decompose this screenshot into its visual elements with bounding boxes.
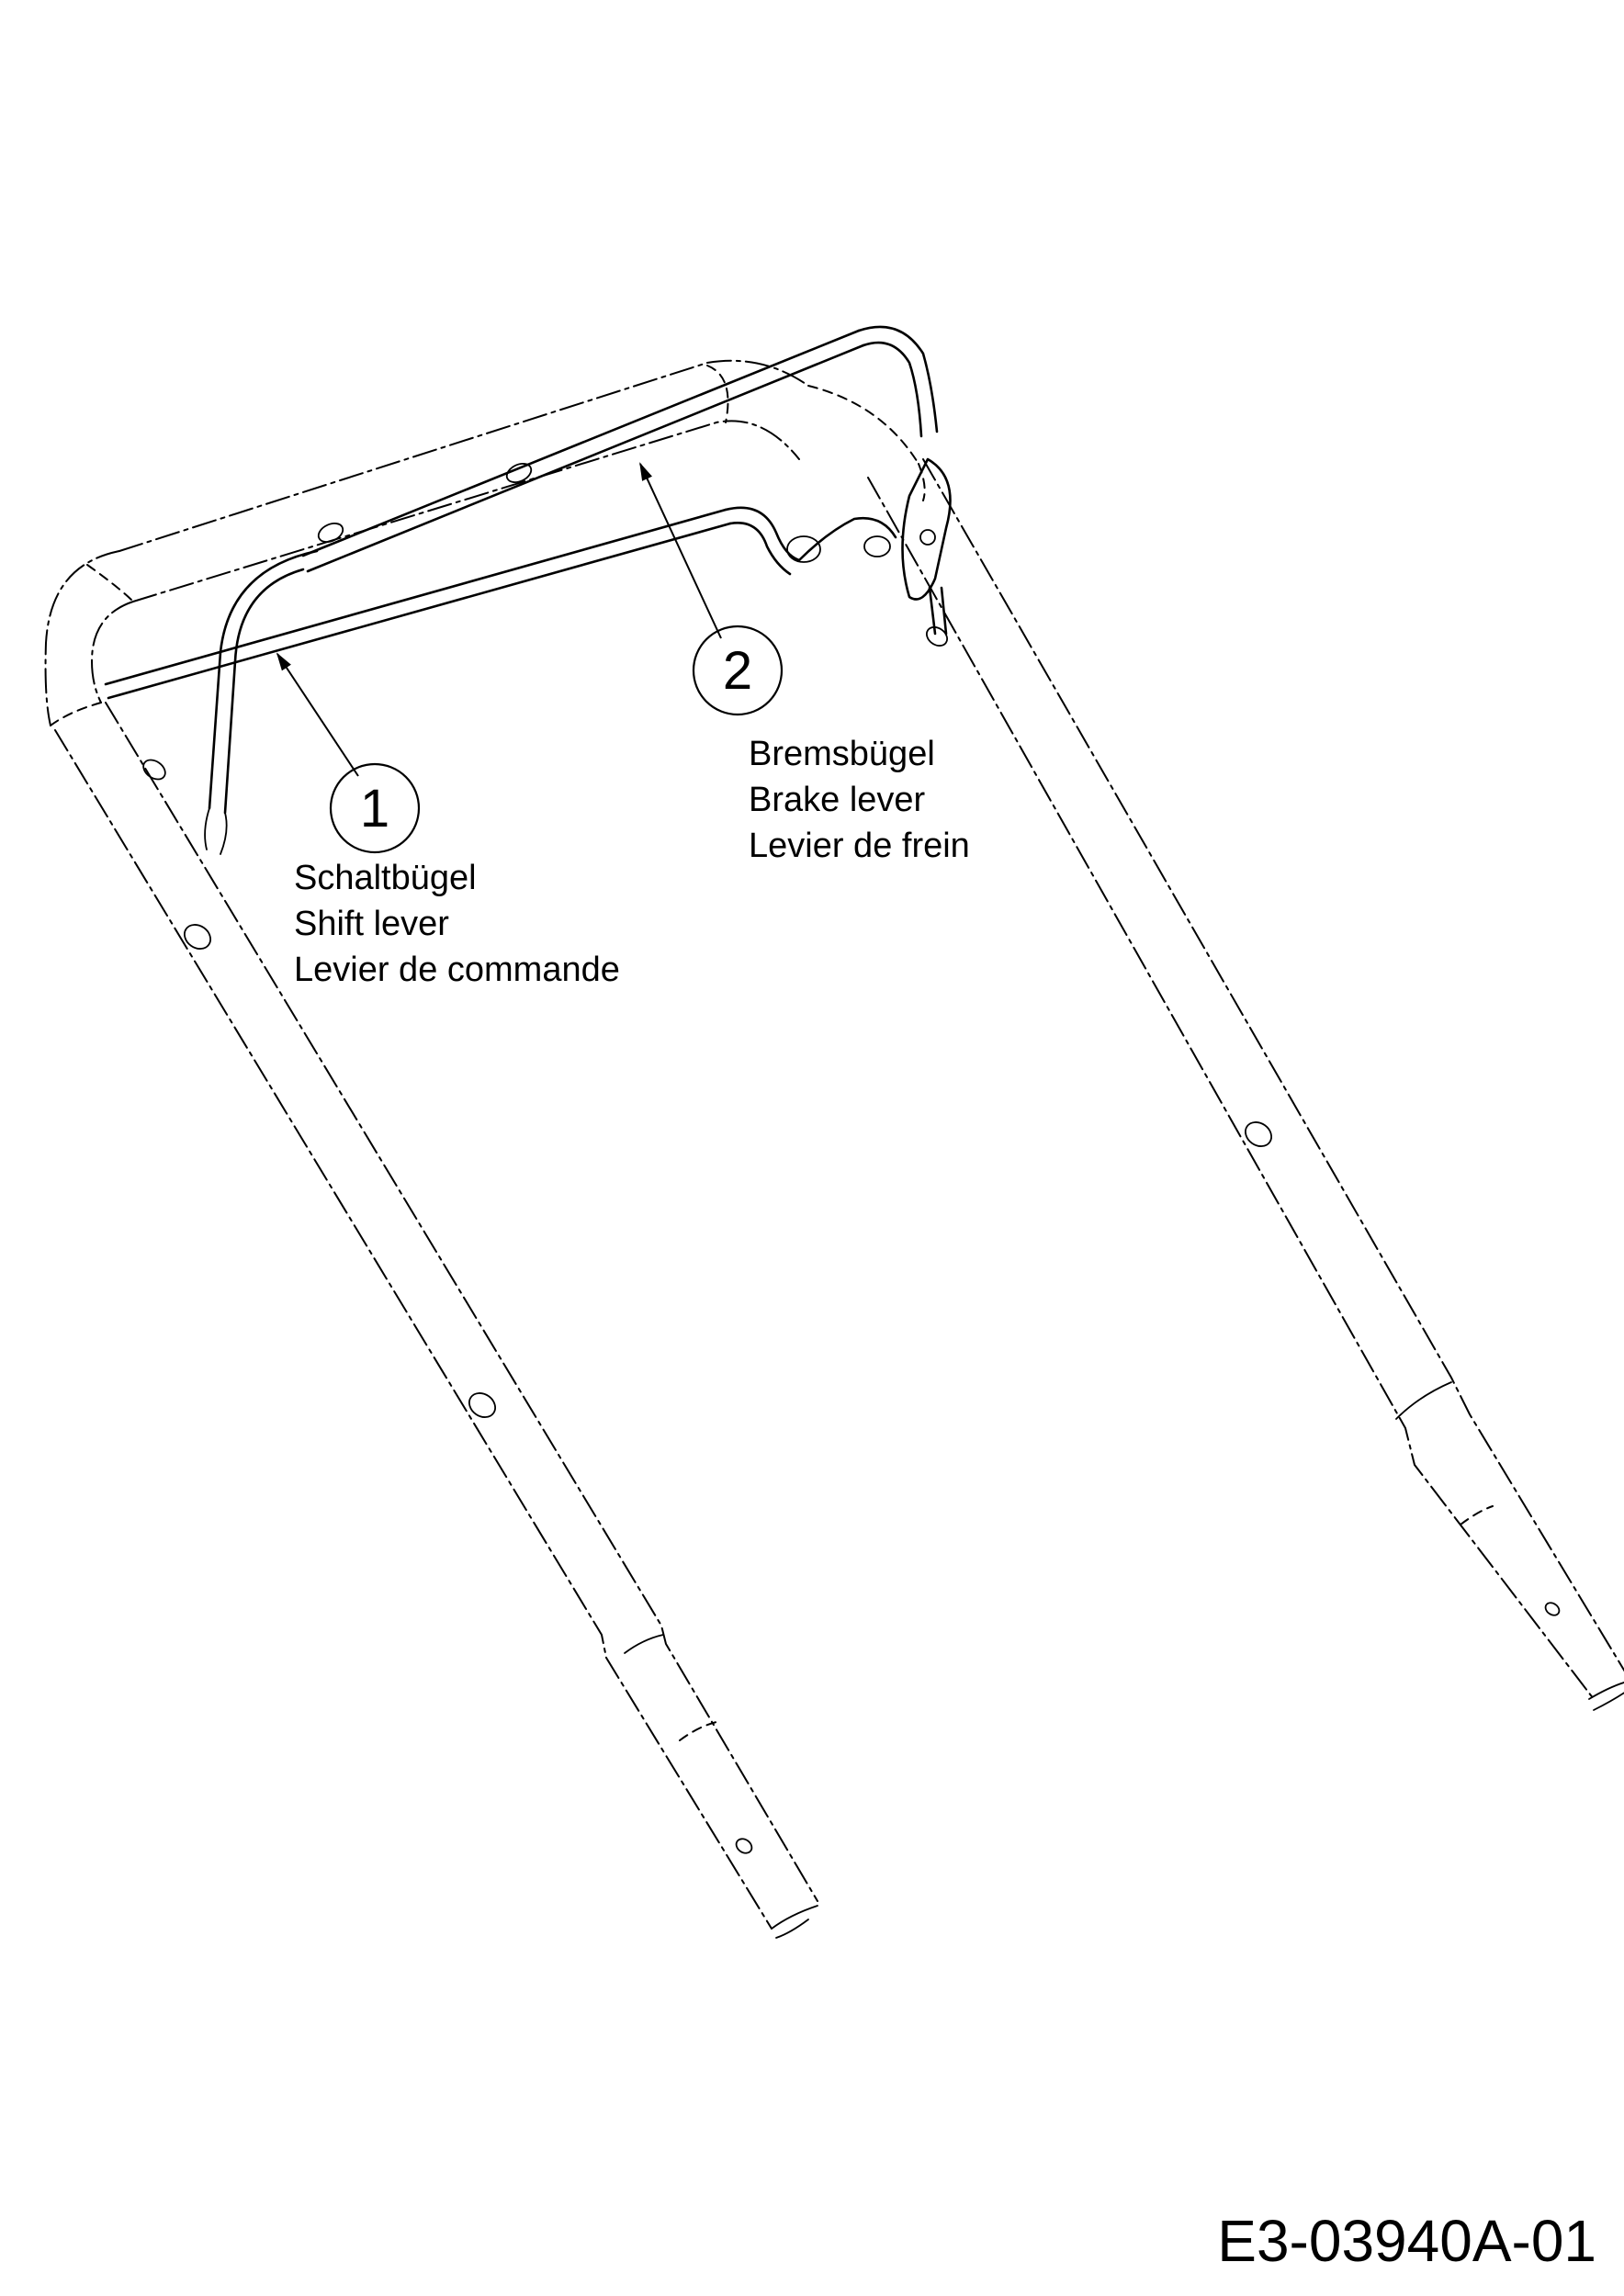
- fastener-details: [142, 463, 1561, 1854]
- callout-number-2: 2: [723, 641, 752, 701]
- callout-number-1: 1: [360, 779, 389, 838]
- shift-lever: [104, 506, 801, 855]
- label-2-en: Brake lever: [749, 781, 926, 819]
- label-1-de: Schaltbügel: [294, 859, 477, 897]
- label-2-de: Bremsbügel: [749, 735, 935, 773]
- callout-2: 2 Bremsbügel Brake lever Levier de frein: [692, 625, 970, 865]
- label-2-fr: Levier de frein: [749, 827, 970, 865]
- callout-circle-2: [692, 625, 784, 716]
- callout-1: 1 Schaltbügel Shift lever Levier de comm…: [294, 762, 620, 989]
- leader-line-2: [639, 462, 722, 639]
- drawing-id: E3-03940A-01: [1217, 2208, 1596, 2274]
- handle-frame-outline: [44, 359, 1624, 1939]
- leader-line-1: [276, 652, 359, 777]
- callout-circle-1: [329, 762, 421, 854]
- label-1-fr: Levier de commande: [294, 951, 620, 989]
- label-1-en: Shift lever: [294, 905, 449, 943]
- brake-lever: [301, 325, 952, 636]
- callout-leaders: [276, 462, 722, 777]
